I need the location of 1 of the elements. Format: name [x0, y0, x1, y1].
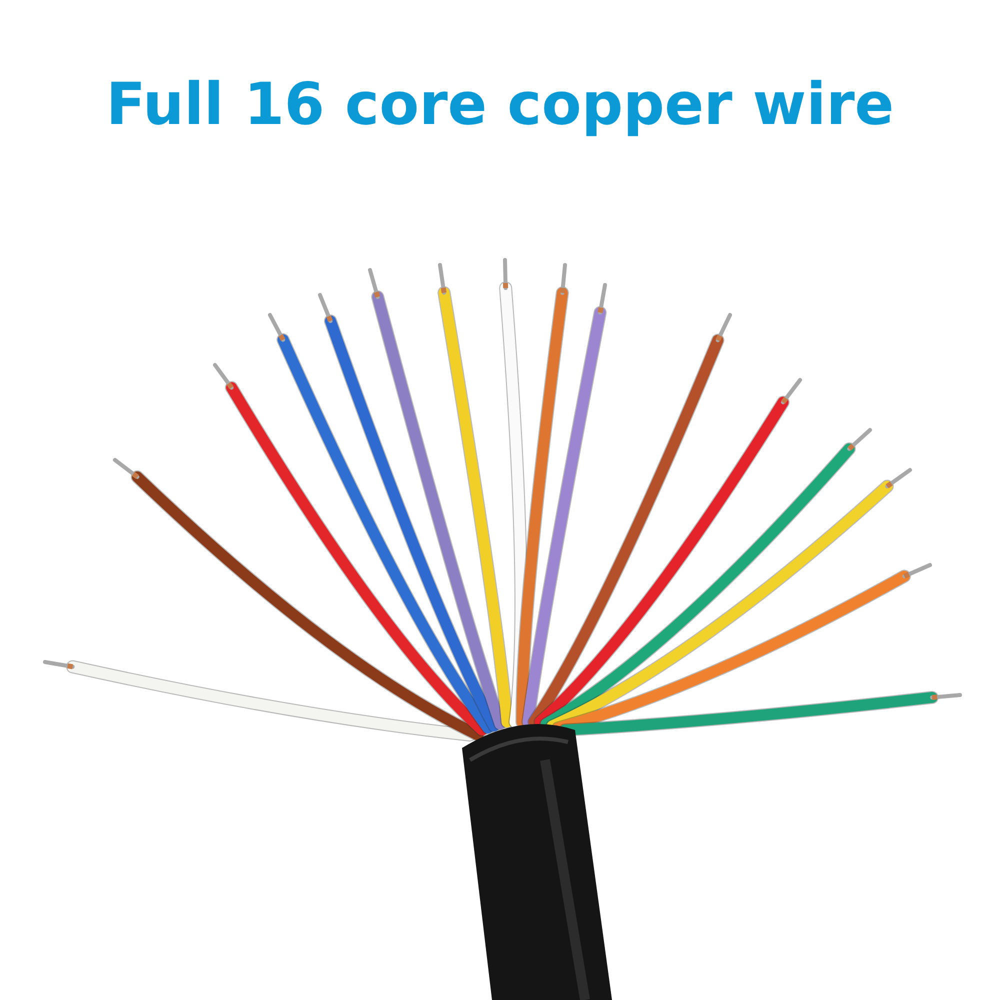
title: Full 16 core copper wire	[104, 70, 896, 138]
